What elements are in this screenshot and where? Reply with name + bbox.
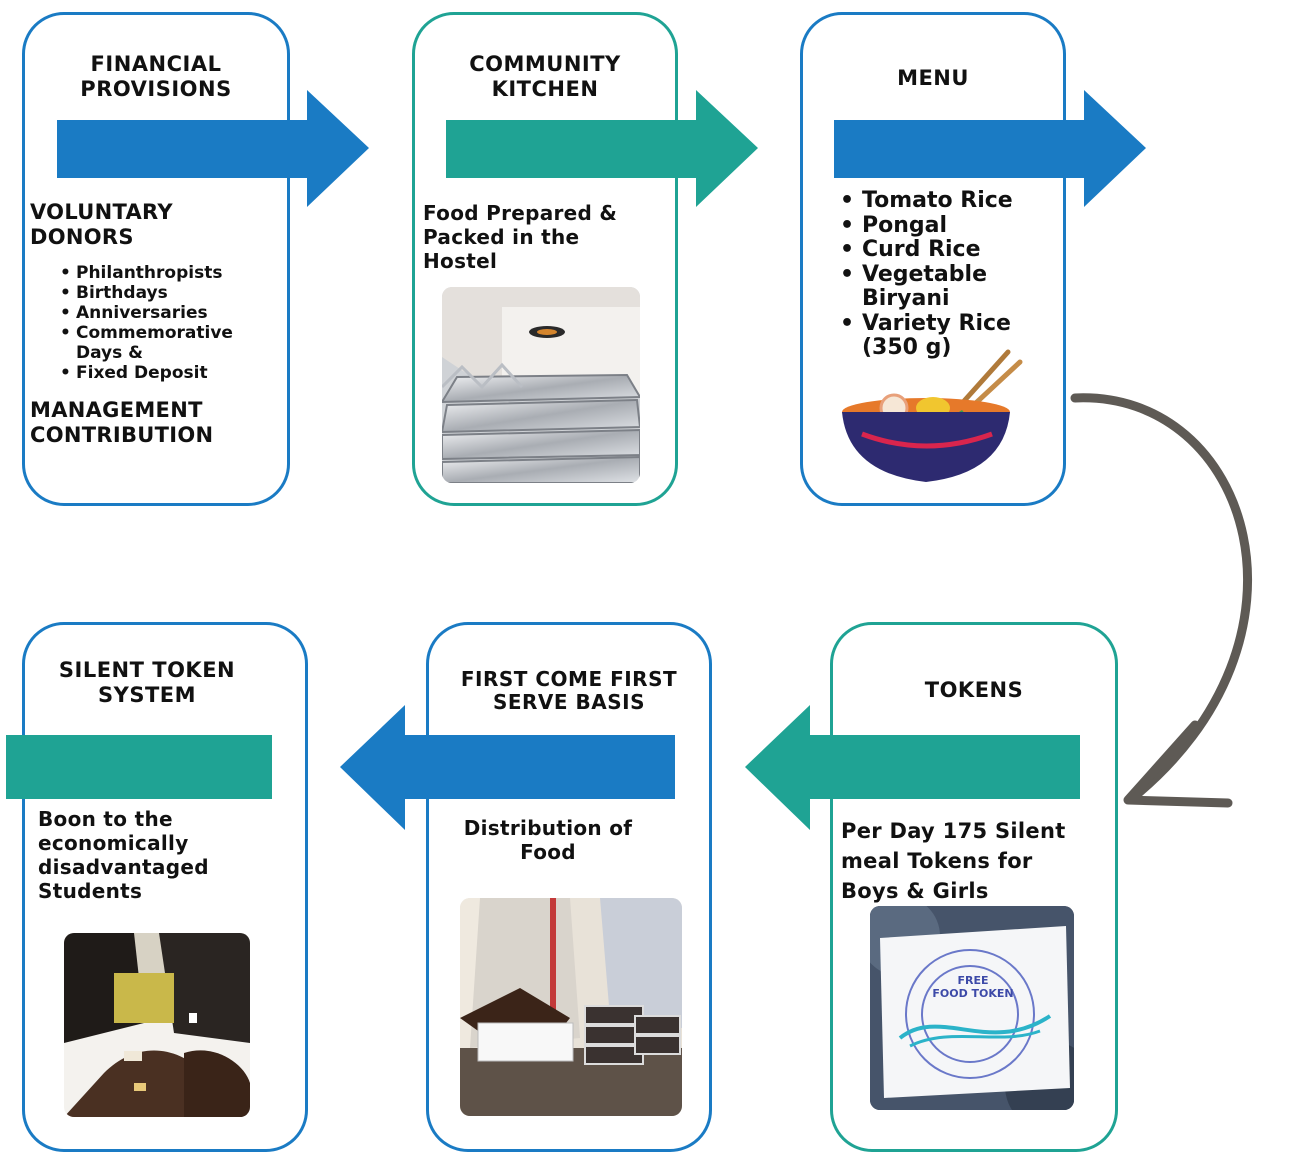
free-food-token-photo: FREE FOOD TOKEN <box>870 906 1074 1110</box>
kitchen-title: COMMUNITY KITCHEN <box>469 52 621 101</box>
first-come-title: FIRST COME FIRST SERVE BASIS <box>460 667 678 714</box>
voluntary-donors-heading: VOLUNTARY DONORS <box>30 200 173 249</box>
menu-list: Tomato Rice Pongal Curd Rice Vegetable B… <box>840 188 1055 361</box>
donor-item: Fixed Deposit <box>60 363 260 383</box>
menu-item: Tomato Rice <box>840 188 1055 214</box>
silent-token-description: Boon to the economically disadvantaged S… <box>38 807 209 903</box>
donor-item: Anniversaries <box>60 303 260 323</box>
menu-item: Vegetable Biryani <box>840 262 1055 312</box>
kitchen-description: Food Prepared & Packed in the Hostel <box>423 201 618 273</box>
menu-title: MENU <box>897 66 969 90</box>
donor-item: Birthdays <box>60 283 260 303</box>
donor-item: Philanthropists <box>60 263 260 283</box>
food-distribution-photo <box>460 898 682 1116</box>
arrow-silent-bar <box>6 735 272 799</box>
donor-item: Commemorative Days & <box>60 323 260 363</box>
menu-item: Variety Rice (350 g) <box>840 311 1055 361</box>
arrow-menu-to-next <box>834 90 1146 207</box>
menu-item: Curd Rice <box>840 237 1055 263</box>
tokens-description: Per Day 175 Silent meal Tokens for Boys … <box>841 819 1066 903</box>
flow-curve-arrow <box>1070 393 1253 808</box>
arrow-tokens-to-first-come <box>745 705 1080 830</box>
management-contribution-heading: MANAGEMENT CONTRIBUTION <box>30 398 214 447</box>
tokens-title: TOKENS <box>924 678 1024 702</box>
donor-list: Philanthropists Birthdays Anniversaries … <box>60 263 260 383</box>
silent-token-title: SILENT TOKEN SYSTEM <box>58 658 236 707</box>
first-come-description: Distribution of Food <box>463 816 633 864</box>
arrow-financial-to-kitchen <box>57 90 369 207</box>
arrow-kitchen-to-menu <box>446 90 758 207</box>
card-financial-provisions <box>22 12 290 506</box>
arrow-first-come-to-silent <box>340 705 675 830</box>
students-eating-photo <box>64 933 250 1117</box>
financial-title: FINANCIAL PROVISIONS <box>80 52 232 101</box>
stacked-food-containers-photo <box>442 287 640 483</box>
noodle-bowl-icon <box>842 349 1023 482</box>
menu-item: Pongal <box>840 213 1055 239</box>
token-stamp-text: FREE FOOD TOKEN <box>932 974 1014 1000</box>
